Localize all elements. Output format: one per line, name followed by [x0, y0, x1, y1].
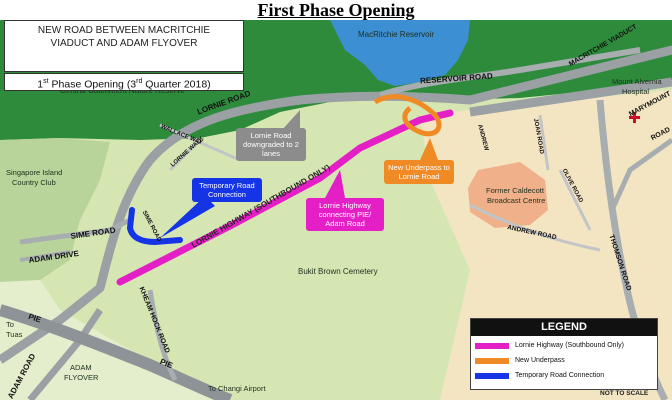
legend-swatch-temporary: [475, 373, 509, 379]
legend-swatch-highway: [475, 343, 509, 349]
legend-label-highway: Lornie Highway (Southbound Only): [515, 342, 624, 349]
legend-swatch-underpass: [475, 358, 509, 364]
lornie-downgraded-callout: Lornie Road downgraded to 2 lanes: [236, 128, 306, 161]
highway-connecting-callout: Lornie Highway connecting PIE/ Adam Road: [306, 198, 384, 231]
lornie-callout-pointer: [282, 110, 300, 132]
reservoir-road-shape: [379, 47, 641, 98]
new-underpass-route: [373, 94, 442, 137]
sime-road-shape: [19, 217, 132, 245]
phase-box: 1st Phase Opening (3rd Quarter 2018): [4, 73, 244, 91]
new-underpass-callout: New Underpass to Lornie Road: [384, 160, 454, 184]
phase-prefix: 1: [37, 78, 44, 91]
country-club-label-1: Singapore Island: [6, 168, 63, 177]
changi-label: To Changi Airport: [208, 384, 266, 393]
macritchie-viaduct-shape: [469, 77, 672, 117]
adam-road-shape: [0, 284, 103, 364]
broadcast-label-2: Broadcast Centre: [487, 196, 546, 205]
adam-flyover-label-2: FLYOVER: [64, 373, 99, 382]
highway-callout-pointer: [325, 170, 345, 198]
road-map: MacRitchie Reservoir Central Catchment N…: [0, 20, 672, 400]
pie-shape: [0, 304, 233, 400]
wallace-way-shape: [159, 123, 241, 162]
marymount-road-shape: [609, 137, 672, 212]
temp-connection-callout: Temporary Road Connection: [192, 178, 262, 202]
hospital-label-1: Mount Alvernia: [612, 77, 662, 86]
phase-mid: Phase Opening (3: [48, 78, 137, 91]
andrew-road-shape: [469, 203, 601, 252]
reservoir-label: MacRitchie Reservoir: [358, 30, 435, 39]
temp-connection-pointer: [160, 196, 215, 238]
country-club-area: [0, 138, 110, 282]
phase-suffix: Quarter 2018): [142, 78, 211, 91]
tuas-label-1: To: [6, 320, 14, 329]
title-text: NEW ROAD BETWEEN MACRITCHIE VIADUCT AND …: [5, 24, 243, 50]
hospital-label-2: Hospital: [622, 87, 650, 96]
title-line-1: NEW ROAD BETWEEN MACRITCHIE: [37, 25, 211, 36]
tuas-label-2: Tuas: [6, 330, 23, 339]
broadcast-label-1: Former Caldecott: [486, 186, 544, 195]
title-line-2: VIADUCT AND ADAM FLYOVER: [50, 38, 198, 49]
title-box: NEW ROAD BETWEEN MACRITCHIE VIADUCT AND …: [4, 20, 244, 72]
scale-note: NOT TO SCALE: [600, 390, 649, 397]
adam-drive-shape: [19, 250, 71, 262]
phase-sup-2: rd: [136, 78, 143, 85]
legend-title: LEGEND: [471, 319, 657, 336]
kheam-hock-road-shape: [147, 289, 178, 382]
hospital-icon-h: [629, 116, 640, 119]
lornie-walk-shape: [168, 138, 202, 172]
legend: LEGEND Lornie Highway (Southbound Only) …: [470, 318, 658, 390]
olive-road-shape: [558, 169, 592, 231]
adam-flyover-label-1: ADAM: [70, 363, 92, 372]
page-heading: First Phase Opening: [257, 0, 415, 20]
joan-road-shape: [538, 114, 550, 171]
country-club-label-2: Country Club: [12, 178, 56, 187]
cemetery-label: Bukit Brown Cemetery: [298, 267, 378, 276]
phase-sup-1: st: [43, 78, 49, 85]
legend-label-underpass: New Underpass: [515, 357, 565, 364]
temporary-connection-route: [126, 207, 183, 246]
legend-label-temporary: Temporary Road Connection: [515, 372, 605, 379]
underpass-callout-pointer: [420, 138, 438, 160]
lornie-highway-route: [116, 109, 454, 286]
broadcast-centre-area: [468, 162, 548, 228]
reservoir-area: [330, 20, 470, 86]
